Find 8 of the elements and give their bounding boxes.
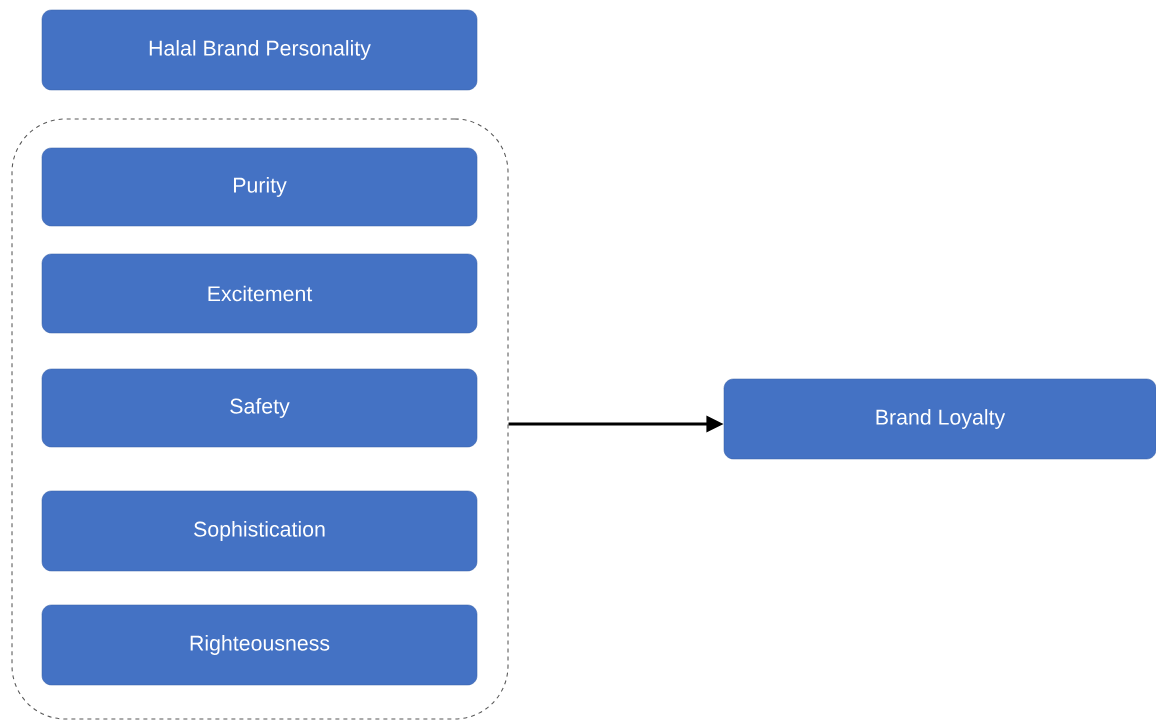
concept-box: Halal Brand Personality xyxy=(41,9,478,91)
concept-box: Excitement xyxy=(41,253,478,334)
concept-box: Righteousness xyxy=(41,604,478,686)
concept-box: Sophistication xyxy=(41,490,478,572)
concept-box: Brand Loyalty xyxy=(723,378,1156,460)
dashed-group-box xyxy=(11,118,509,720)
concept-box: Safety xyxy=(41,368,478,448)
concept-box: Purity xyxy=(41,147,478,227)
